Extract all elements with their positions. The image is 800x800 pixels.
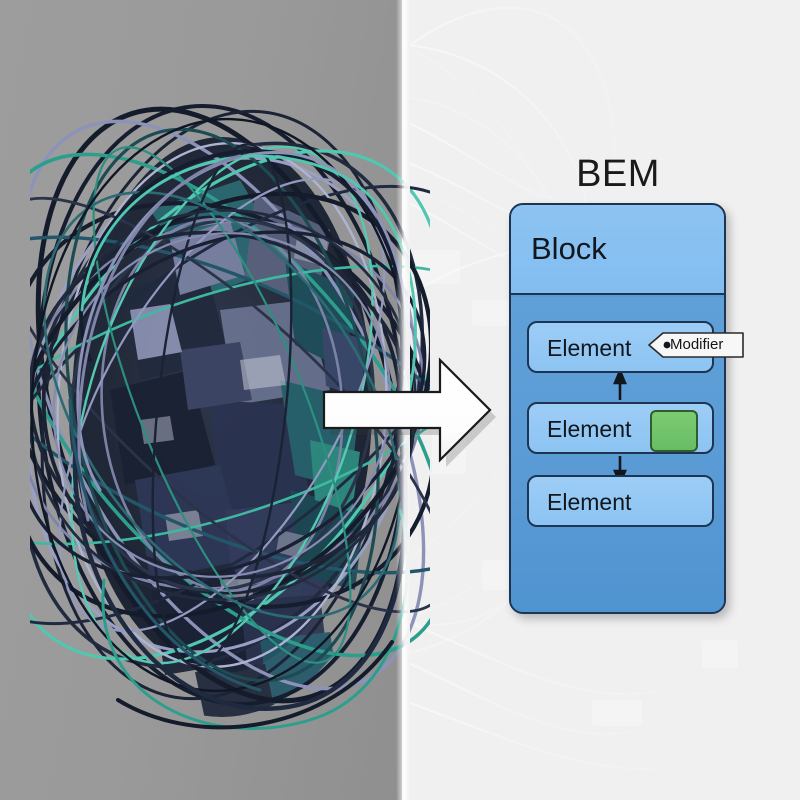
bem-block-header: Block <box>511 205 724 295</box>
bem-block-body: Element Element Element <box>511 297 724 612</box>
bem-element-1-label: Element <box>547 335 632 361</box>
left-background-panel <box>0 0 402 800</box>
page-title: BEM <box>576 153 660 195</box>
bem-element-2-label: Element <box>547 416 632 442</box>
bem-element-2[interactable]: Element <box>527 402 714 454</box>
bem-modifier-chip[interactable] <box>650 410 698 452</box>
bem-element-3-label: Element <box>547 489 632 515</box>
bem-element-1[interactable]: Element <box>527 321 714 373</box>
bem-block[interactable]: Block Element Element <box>509 203 726 614</box>
bem-block-label: Block <box>531 231 607 266</box>
bem-element-3[interactable]: Element <box>527 475 714 527</box>
